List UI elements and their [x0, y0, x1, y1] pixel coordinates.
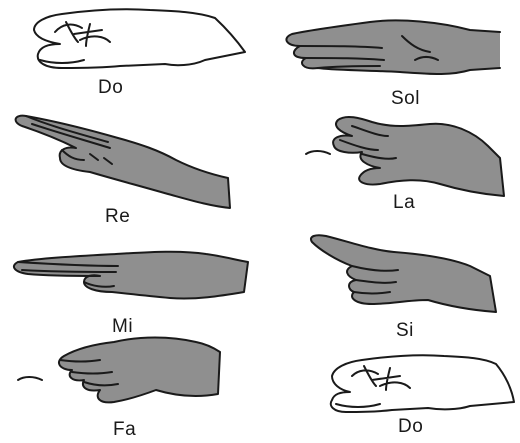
- closed-fist-icon: [331, 355, 514, 412]
- sign-label-si: Si: [396, 320, 414, 342]
- drooping-hand-icon: [306, 117, 504, 196]
- sign-label-mi: Mi: [112, 316, 133, 338]
- sign-label-sol: Sol: [391, 88, 420, 110]
- flat-hand-horizontal-icon: [14, 252, 248, 299]
- flat-hand-angled-up-icon: [16, 116, 230, 208]
- sign-label-do: Do: [98, 77, 123, 99]
- closed-fist-icon: [34, 9, 245, 68]
- thumb-down-hand-icon: [18, 338, 220, 403]
- sign-label-do-high: Do: [398, 416, 423, 438]
- sign-label-fa: Fa: [113, 419, 136, 441]
- sign-label-re: Re: [105, 206, 130, 228]
- pointing-hand-icon: [311, 235, 496, 312]
- open-palm-up-icon: [286, 20, 500, 74]
- sign-label-la: La: [393, 192, 415, 214]
